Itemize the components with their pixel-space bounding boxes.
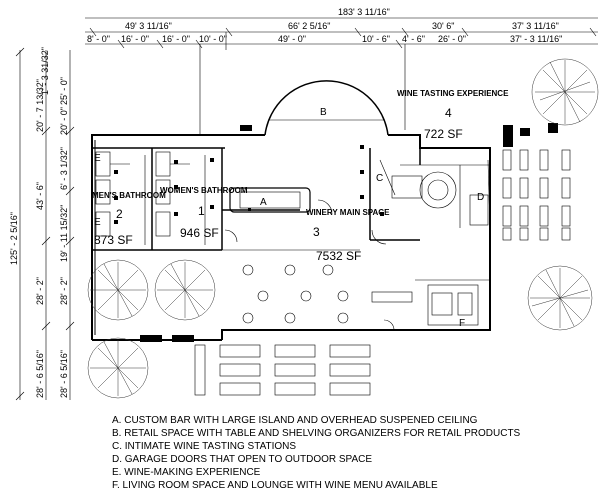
legend-item-a: A. CUSTOM BAR WITH LARGE ISLAND AND OVER…	[112, 415, 478, 426]
room-area-946: 946 SF	[180, 226, 219, 240]
left-dimensions: 125' - 2 5/16" 20' - 7 13/32" 43' - 6" 2…	[9, 47, 75, 401]
tree-left-2	[154, 259, 216, 321]
tree-left-1	[87, 259, 149, 321]
tree-mid-right	[527, 265, 593, 331]
zone-tag-f: F	[459, 318, 465, 329]
legend-item-e: E. WINE-MAKING EXPERIENCE	[112, 467, 261, 478]
room-label-mens-bathroom: MEN'S BATHROOM	[92, 191, 166, 200]
room-number-3: 3	[313, 225, 320, 239]
legend-item-c: C. INTIMATE WINE TASTING STATIONS	[112, 441, 296, 452]
overall-height-dim: 125' - 2 5/16"	[9, 212, 19, 265]
dim-left-inner-5: 19' - 11 15/32"	[59, 205, 69, 262]
dim-left-1: 20' - 7 13/32"	[35, 79, 45, 132]
outdoor-benches	[194, 344, 371, 396]
dim-top-row2-3: 16' - 0"	[162, 34, 190, 44]
dining-tables	[242, 264, 349, 324]
room-labels: MEN'S BATHROOM 2 873 SF WOMEN'S BATHROOM…	[92, 89, 509, 263]
room-number-1: 1	[198, 204, 205, 218]
dim-left-inner-4: 6' - 3 1/32"	[59, 147, 69, 190]
overall-width-dim: 183' 3 11/16"	[338, 7, 390, 17]
dim-left-3: 28' - 2"	[35, 277, 45, 305]
room-label-wine-tasting: WINE TASTING EXPERIENCE	[397, 89, 509, 98]
zone-tag-d: D	[477, 192, 484, 203]
top-dimensions: 183' 3 11/16" 49' 3 11/16" 66' 2 5/16" 3…	[85, 7, 598, 135]
dim-left-2: 43' - 6"	[35, 182, 45, 210]
dim-left-inner-3: 25' - 0"	[59, 77, 69, 105]
dim-top-row2-8: 26' - 0"	[438, 34, 466, 44]
outdoor-seating	[502, 149, 571, 241]
room-label-womens-bathroom: WOMEN'S BATHROOM	[160, 186, 248, 195]
dim-top-row2-2: 16' - 0"	[121, 34, 149, 44]
dim-top-row2-9: 37' - 3 11/16"	[510, 34, 562, 44]
legend-item-f: F. LIVING ROOM SPACE AND LOUNGE WITH WIN…	[112, 480, 438, 491]
tree-top-right	[531, 58, 599, 126]
trees	[87, 58, 599, 399]
legend: A. CUSTOM BAR WITH LARGE ISLAND AND OVER…	[112, 415, 521, 491]
building-walls	[91, 80, 491, 341]
legend-item-d: D. GARAGE DOORS THAT OPEN TO OUTDOOR SPA…	[112, 454, 372, 465]
dark-benches	[140, 123, 558, 342]
dim-top-4: 37' 3 11/16"	[512, 21, 559, 31]
dim-left-inner-7: 28' - 6 5/16"	[59, 350, 69, 398]
dim-left-inner-2: 20' - 0"	[59, 107, 69, 135]
dim-top-2: 66' 2 5/16"	[288, 21, 330, 31]
dim-top-row2-7: 4' - 6"	[402, 34, 425, 44]
dim-top-row2-1: 8' - 0"	[87, 34, 110, 44]
dim-top-row2-5: 49' - 0"	[278, 34, 306, 44]
zone-tags: A B C D E E F	[94, 107, 484, 329]
dim-top-3: 30' 6"	[432, 21, 454, 31]
dim-left-4: 28' - 6 5/16"	[35, 350, 45, 398]
room-area-722: 722 SF	[424, 127, 463, 141]
dim-top-row2-4: 10' - 0"	[199, 34, 227, 44]
dim-left-inner-6: 28' - 2"	[59, 277, 69, 305]
zone-tag-e-2: E	[94, 217, 101, 228]
zone-tag-a: A	[260, 197, 267, 208]
tree-bottom-left	[87, 337, 149, 399]
room-label-winery-main-space: WINERY MAIN SPACE	[306, 208, 390, 217]
room-area-873: 873 SF	[94, 233, 133, 247]
dim-left-inner-1: 1' - 3 31/32"	[40, 47, 50, 95]
room-number-4: 4	[445, 106, 452, 120]
dim-top-1: 49' 3 11/16"	[125, 21, 172, 31]
dim-top-row2-6: 10' - 6"	[362, 34, 390, 44]
room-number-2: 2	[116, 207, 123, 221]
legend-item-b: B. RETAIL SPACE WITH TABLE AND SHELVING …	[112, 428, 521, 439]
zone-tag-e-1: E	[94, 153, 101, 164]
zone-tag-b: B	[320, 107, 327, 118]
room-area-7532: 7532 SF	[316, 249, 361, 263]
zone-tag-c: C	[376, 173, 383, 184]
